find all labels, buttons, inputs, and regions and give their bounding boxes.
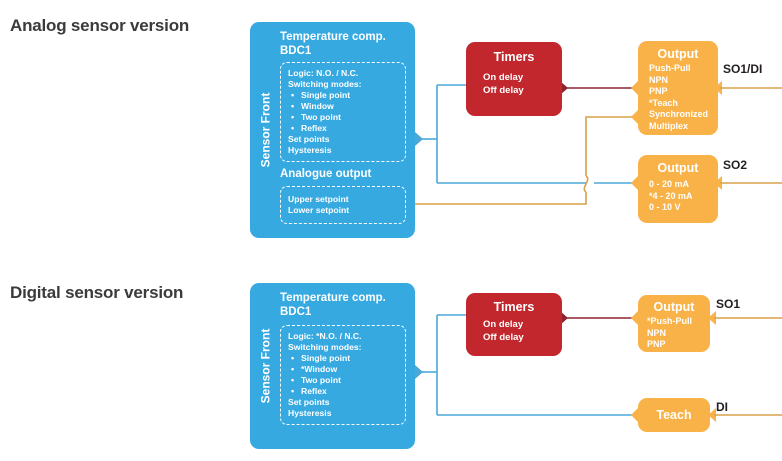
section-title-analog: Analog sensor version	[10, 16, 190, 35]
output-block-so1di[interactable]: Output Push-Pull NPN PNP *Teach Synchron…	[638, 41, 718, 135]
switching-modes-label: Switching modes:	[288, 342, 362, 352]
sensor-body-digital: Temperature comp. BDC1 Logic: *N.O. / N.…	[280, 291, 406, 441]
logic-panel-digital: Logic: *N.O. / N.C. Switching modes: Sin…	[280, 325, 406, 425]
section-title-digital: Digital sensor version	[10, 283, 184, 302]
wire-digital-out-notch	[631, 311, 638, 325]
output-lines: Push-Pull NPN PNP *Teach Synchronized Mu…	[638, 61, 718, 132]
timer-off-delay: Off delay	[483, 332, 524, 343]
upper-setpoint-text: Upper setpoint	[288, 194, 349, 204]
output-lines: 0 - 20 mA *4 - 20 mA 0 - 10 V	[638, 175, 718, 214]
output-line: PNP	[649, 86, 668, 96]
sensor-heading-line2: BDC1	[280, 45, 312, 57]
sensor-heading-line1: Temperature comp.	[280, 292, 386, 304]
output-line: *4 - 20 mA	[649, 190, 693, 201]
output-line: Synchronized	[649, 109, 709, 119]
output-line: Multiplex	[649, 120, 689, 131]
list-item: Reflex	[288, 386, 398, 397]
teach-center: Teach	[638, 398, 710, 432]
wire-analog-analogue-out	[415, 192, 587, 205]
switching-modes-list: Single point *Window Two point Reflex	[288, 353, 398, 397]
list-item: Two point	[288, 375, 398, 386]
timer-off-delay: Off delay	[483, 85, 524, 96]
list-item: Single point	[288, 90, 398, 101]
set-points-text: Set points	[288, 134, 330, 144]
timers-title: Timers	[493, 50, 535, 64]
list-item: *Window	[288, 364, 398, 375]
output-line: 0 - 20 mA	[649, 179, 690, 189]
logic-panel-analog: Logic: N.O. / N.C. Switching modes: Sing…	[280, 62, 406, 162]
sensor-front-text: Sensor Front	[258, 92, 273, 168]
wire-analog-out2-notch	[631, 176, 638, 190]
output-block-so2[interactable]: Output 0 - 20 mA *4 - 20 mA 0 - 10 V	[638, 155, 718, 223]
output-line: *Teach	[649, 97, 678, 108]
output-line: 0 - 10 V	[649, 202, 681, 212]
set-points-text: Set points	[288, 397, 330, 407]
wire-digital-teach-notch	[631, 408, 638, 422]
wire-analog-analogue-out-up	[585, 116, 638, 176]
timer-on-delay: On delay	[483, 72, 524, 83]
sensor-heading-line1: Temperature comp.	[280, 31, 386, 43]
output-title: Output	[657, 161, 699, 175]
sensor-block-digital[interactable]: Sensor Front Temperature comp. BDC1 Logi…	[250, 283, 415, 449]
analogue-output-heading: Analogue output	[280, 168, 372, 180]
list-item: Two point	[288, 112, 398, 123]
wire-analog-out1-notch-a	[631, 81, 638, 95]
timer-on-delay: On delay	[483, 319, 524, 330]
terminal-label-so1: SO1	[716, 297, 741, 311]
timers-title: Timers	[493, 300, 535, 314]
wire-digital-sensor-arrow	[415, 365, 423, 379]
analogue-panel: Upper setpoint Lower setpoint	[280, 186, 406, 224]
output-line: PNP	[647, 339, 666, 349]
output-block-teach[interactable]: Teach	[638, 398, 710, 432]
logic-text: Logic: *N.O. / N.C.	[288, 331, 362, 341]
sensor-front-label-digital: Sensor Front	[252, 283, 278, 449]
timers-lines: On delay Off delay	[466, 64, 562, 97]
logic-text: Logic: N.O. / N.C.	[288, 68, 359, 78]
output-lines: *Push-Pull NPN PNP	[638, 314, 710, 351]
output-line: NPN	[647, 327, 667, 338]
list-item: Window	[288, 101, 398, 112]
sensor-front-label-analog: Sensor Front	[252, 22, 278, 238]
switching-modes-list: Single point Window Two point Reflex	[288, 90, 398, 134]
output-title: Output	[657, 47, 699, 61]
wire-analog-sensor-arrow	[415, 132, 423, 146]
timers-block-analog[interactable]: Timers On delay Off delay	[466, 42, 562, 116]
sensor-body-analog: Temperature comp. BDC1 Logic: N.O. / N.C…	[280, 30, 406, 230]
output-line: Push-Pull	[649, 63, 691, 73]
terminal-label-so1di: SO1/DI	[723, 62, 763, 76]
output-title: Output	[653, 300, 695, 314]
sensor-block-analog[interactable]: Sensor Front Temperature comp. BDC1 Logi…	[250, 22, 415, 238]
lower-setpoint-text: Lower setpoint	[288, 205, 350, 215]
wire-analog-line-hop	[583, 175, 589, 193]
sensor-heading-line2: BDC1	[280, 306, 312, 318]
terminal-label-di: DI	[716, 400, 728, 414]
terminal-label-so2: SO2	[723, 158, 748, 172]
sensor-front-text: Sensor Front	[258, 328, 273, 404]
wire-analog-out1-notch-b	[631, 110, 638, 124]
output-line: NPN	[649, 74, 669, 85]
teach-title: Teach	[656, 408, 692, 422]
timers-lines: On delay Off delay	[466, 314, 562, 344]
output-block-so1[interactable]: Output *Push-Pull NPN PNP	[638, 295, 710, 352]
hysteresis-text: Hysteresis	[288, 145, 332, 155]
timers-block-digital[interactable]: Timers On delay Off delay	[466, 293, 562, 356]
list-item: Reflex	[288, 123, 398, 134]
hysteresis-text: Hysteresis	[288, 408, 332, 418]
output-line: *Push-Pull	[647, 316, 693, 326]
list-item: Single point	[288, 353, 398, 364]
switching-modes-label: Switching modes:	[288, 79, 362, 89]
